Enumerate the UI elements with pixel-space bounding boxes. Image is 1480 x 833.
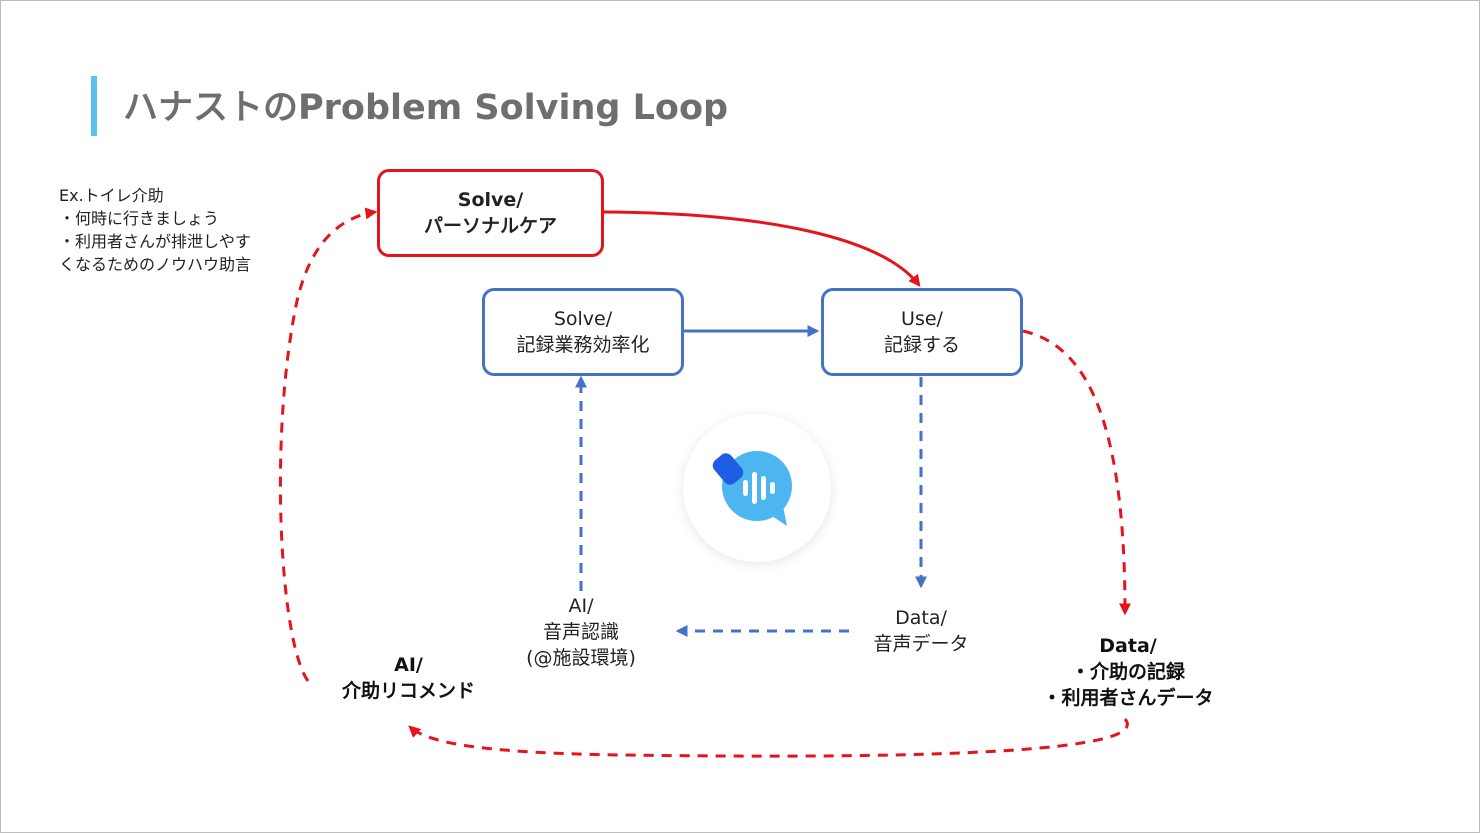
node-label: Data/ [895, 607, 947, 629]
node-label: Use/ [901, 308, 943, 330]
note-line: ・利用者さんが排泄しやす [59, 232, 251, 251]
node-label: AI/ [394, 654, 423, 676]
node-label: (@施設環境) [526, 647, 636, 669]
node-label: ・利用者さんデータ [1042, 687, 1214, 709]
node-label: 記録業務効率化 [516, 334, 650, 356]
node-label: 記録する [883, 334, 960, 356]
node-ai-voice-recognition: AI/ 音声認識 (@施設環境) [501, 593, 661, 671]
arrow-data-care-to-ai-recommend [408, 718, 1129, 758]
title-accent-bar [91, 76, 97, 136]
speech-bubble-voice-icon [712, 451, 792, 526]
node-label: 音声認識 [542, 621, 619, 643]
node-label: 介助リコメンド [341, 680, 475, 702]
node-solve-personal-care: Solve/ パーソナルケア [377, 169, 604, 257]
node-ai-care-recommend: AI/ 介助リコメンド [321, 652, 496, 704]
arrow-personal-to-use [603, 210, 921, 287]
node-data-care-records: Data/ ・介助の記録 ・利用者さんデータ [1023, 633, 1233, 711]
note-line: Ex.トイレ介助 [59, 186, 164, 205]
app-logo [683, 414, 831, 562]
arrow-ai-recommend-to-personal [278, 207, 378, 682]
node-label: Data/ [1099, 635, 1157, 657]
node-data-voice: Data/ 音声データ [851, 605, 991, 657]
example-note: Ex.トイレ介助 ・何時に行きましょう ・利用者さんが排泄しやす くなるためのノ… [59, 184, 309, 276]
page-title: ハナストのProblem Solving Loop [123, 88, 729, 128]
node-label: Solve/ [457, 189, 524, 211]
node-label: AI/ [568, 595, 594, 617]
arrow-use-to-data-care [1022, 329, 1131, 616]
node-label: 音声データ [873, 633, 969, 655]
node-label: パーソナルケア [423, 215, 557, 237]
node-label: Solve/ [553, 308, 613, 330]
node-solve-record-efficiency: Solve/ 記録業務効率化 [482, 288, 684, 376]
note-line: くなるためのノウハウ助言 [59, 255, 252, 274]
note-line: ・何時に行きましょう [59, 209, 220, 228]
node-use-record: Use/ 記録する [821, 288, 1023, 376]
node-label: ・介助の記録 [1070, 661, 1185, 683]
